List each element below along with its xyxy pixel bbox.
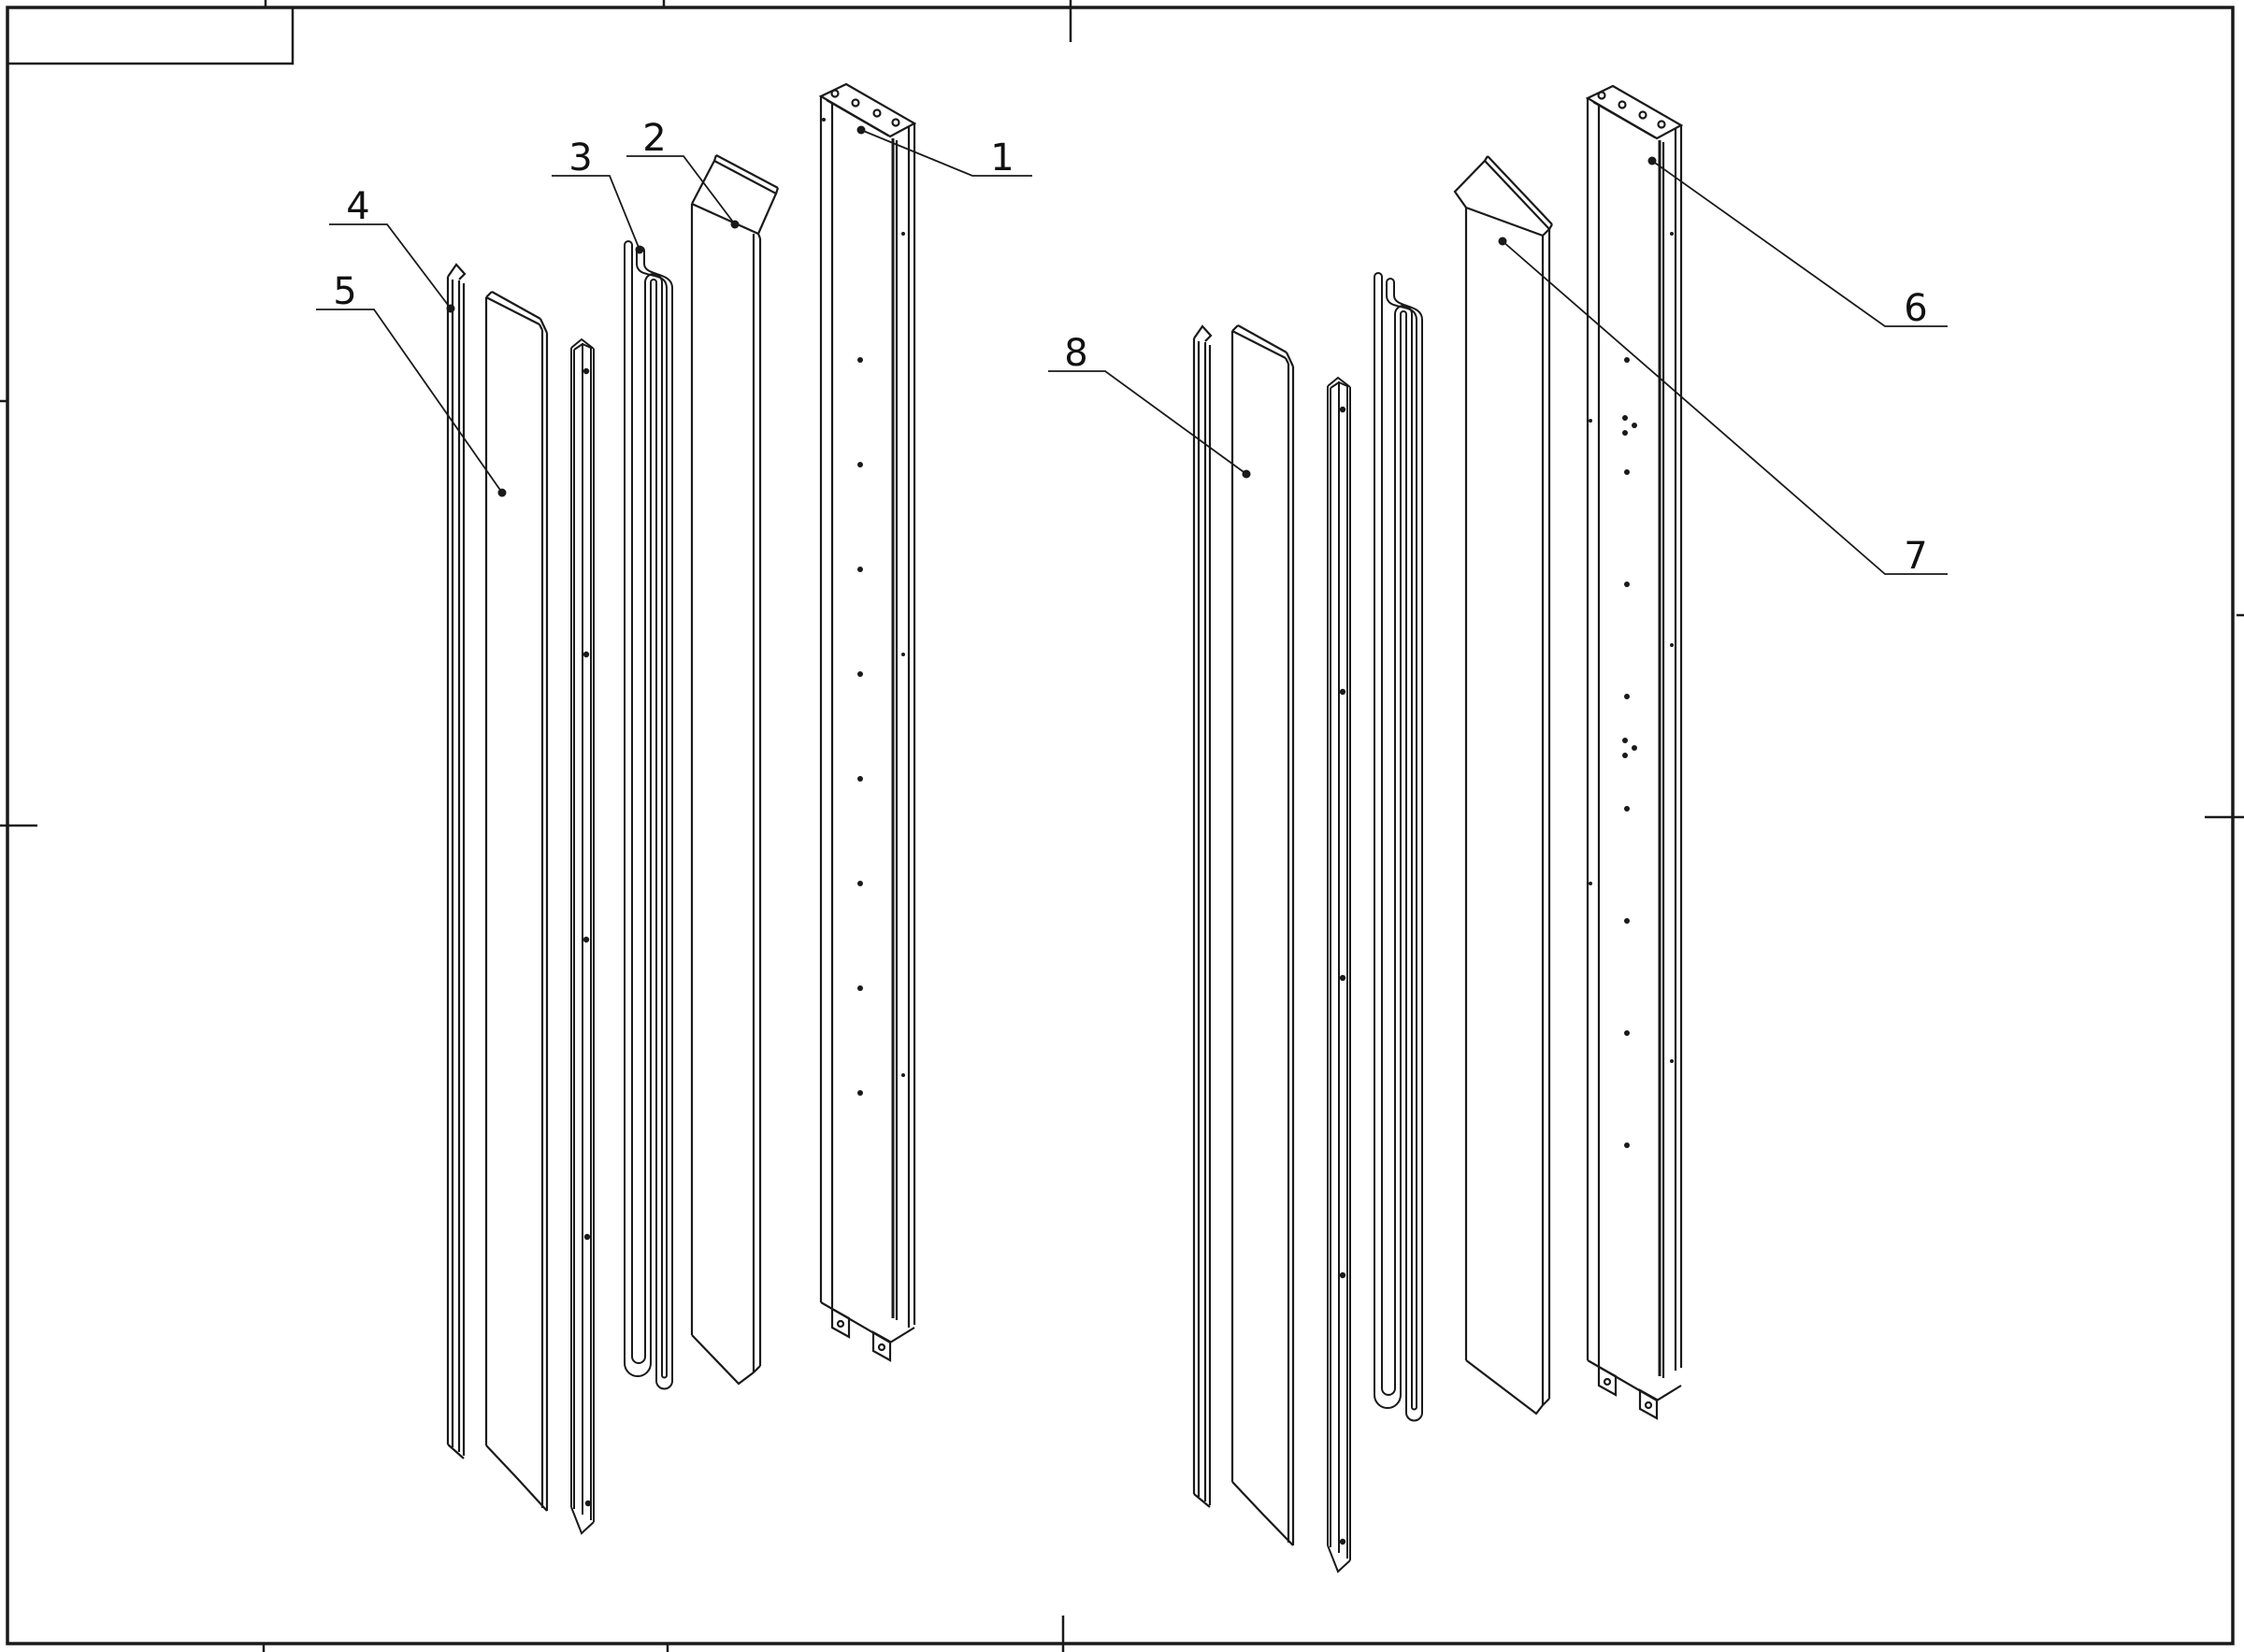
channel-face-holes (822, 118, 905, 1096)
angle-rail-left (570, 338, 595, 1535)
channel-top-holes (1597, 91, 1666, 129)
part-angled-top-panel-right (1453, 155, 1553, 1415)
callout-5: 5 (333, 270, 356, 313)
angle-rail-right (1327, 376, 1351, 1573)
part-flat-panel-left (484, 291, 549, 1512)
leader-3 (552, 175, 640, 251)
title-block (6, 6, 295, 65)
part-mounting-channel-left (818, 82, 917, 1362)
part-flat-panel-right (1230, 324, 1295, 1546)
part-angled-top-panel-left (690, 154, 780, 1386)
part-mounting-channel-right (1585, 84, 1684, 1420)
callout-3: 3 (568, 136, 592, 180)
part-serpentine-tube-left (624, 240, 673, 1390)
channel-top-holes (830, 89, 900, 127)
callout-4: 4 (346, 185, 369, 228)
callout-2: 2 (642, 117, 666, 160)
callout-6: 6 (1904, 287, 1927, 330)
part-edge-strip-left (446, 263, 467, 1459)
edge-strip-right (1192, 324, 1213, 1508)
panel-top-cap (1453, 159, 1551, 237)
leader-dots (446, 125, 1657, 497)
serpentine-tube-right (1374, 272, 1423, 1422)
rail-holes (583, 367, 592, 1507)
leader-6 (1651, 160, 1948, 327)
leader-4 (329, 223, 452, 309)
leader-5 (316, 309, 503, 494)
callout-7: 7 (1904, 535, 1927, 578)
leader-7 (1502, 240, 1948, 575)
channel-face-holes (1589, 232, 1674, 1148)
leader-8 (1048, 370, 1247, 475)
rail-top-caret (570, 338, 595, 350)
strip-top-cap (447, 263, 467, 280)
callout-1: 1 (990, 136, 1014, 180)
leader-1 (860, 129, 1032, 177)
leader-lines (316, 129, 1948, 575)
leader-2 (626, 155, 736, 225)
callout-numbers: 1 2 3 4 5 6 7 8 (333, 117, 1927, 578)
callout-8: 8 (1064, 332, 1087, 375)
